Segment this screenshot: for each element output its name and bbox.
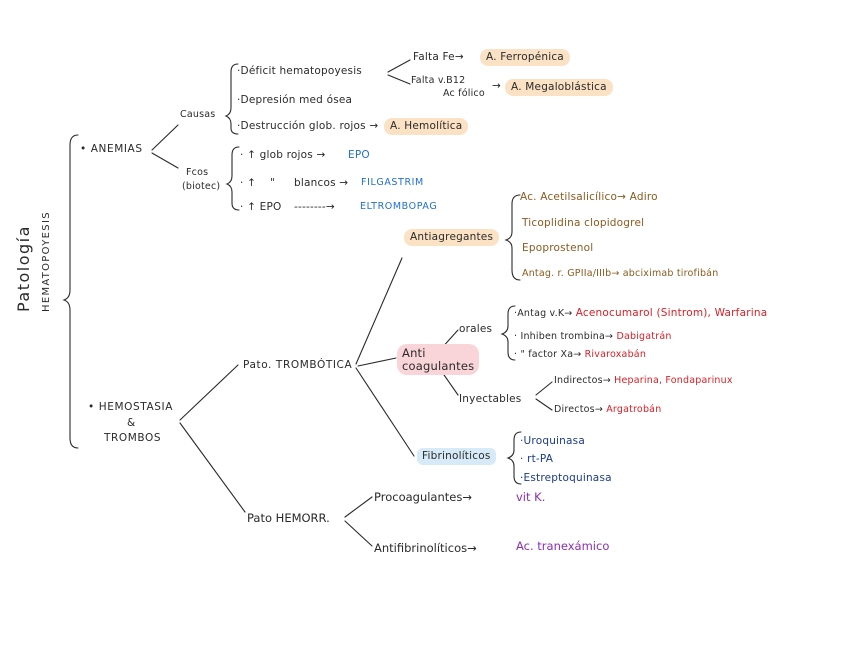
arrow-icon: →	[617, 191, 627, 203]
arrow-icon: →	[594, 404, 603, 415]
fcos-label: Fcos	[186, 167, 209, 178]
anticoag-to-inyectables-line	[441, 371, 459, 396]
destruccion-glob-rojos: ·Destrucción glob. rojos →	[237, 120, 379, 132]
blancos-row-b: "	[270, 177, 276, 189]
arrow-icon: →	[467, 541, 477, 555]
antiagregante-item-1: Ac. Acetilsalicílico→ Adiro	[520, 191, 658, 203]
anemias-to-causas-line	[151, 124, 179, 151]
pato-hemorragica: Pato HEMORR.	[247, 511, 330, 525]
fibrinoliticos-label: Fibrinolíticos	[417, 448, 496, 465]
hemorragica-to-procoag-line	[344, 496, 373, 518]
arrow-icon: →	[339, 177, 349, 189]
hemorragica-to-antifib-line	[344, 520, 373, 547]
antiagregantes-label: Antiagregantes	[404, 229, 500, 246]
filgastrim-drug: FILGASTRIM	[361, 177, 424, 188]
causas-brace	[224, 63, 239, 135]
antifibrinoliticos-label: Antifibrinolíticos→	[374, 541, 477, 555]
arrow-icon: →	[325, 201, 335, 213]
tranexamico-drug: Ac. tranexámico	[516, 539, 610, 553]
oral-item-3: · " factor Xa→ Rivaroxabán	[514, 349, 647, 360]
arrow-icon: →	[602, 375, 611, 386]
hemostasia-to-trombotica-line	[179, 364, 239, 421]
antiagregante-item-3: Epoprostenol	[522, 242, 594, 254]
oral-item-2: · Inhiben trombina→ Dabigatrán	[514, 331, 672, 342]
orales-brace	[500, 305, 516, 361]
hemostasia-ampersand: &	[127, 417, 136, 429]
epo-drug: EPO	[348, 149, 370, 161]
causas-label: Causas	[180, 109, 216, 120]
falta-b12: Falta v.B12	[411, 75, 466, 86]
arrow-icon: →	[316, 149, 326, 161]
antiagregantes-brace	[504, 194, 521, 281]
arrow-icon: →	[492, 80, 501, 92]
inyectable-item-2: Directos→ Argatrobán	[554, 404, 662, 415]
biotec-label: (biotec)	[182, 181, 221, 192]
inyectables-to-indirectos-line	[535, 381, 553, 396]
hemostasia-label: • HEMOSTASIA	[88, 401, 173, 413]
inyectables-label: Inyectables	[459, 393, 522, 405]
fcos-brace	[225, 146, 240, 211]
vit-k-drug: vit K.	[516, 490, 546, 504]
arrow-icon: →	[573, 349, 582, 360]
anemias-to-fcos-line	[151, 152, 179, 169]
inyectable-item-1: Indirectos→ Heparina, Fondaparinux	[554, 375, 733, 386]
deficit-hematopoyesis: ·Déficit hematopoyesis	[237, 65, 362, 77]
arrow-icon: →	[462, 490, 472, 504]
trombos-label: TROMBOS	[104, 432, 162, 444]
orales-label: orales	[459, 323, 493, 335]
depresion-med-osea: ·Depresión med ósea	[237, 94, 353, 106]
fibrinoliticos-brace	[506, 431, 522, 485]
blancos-row-c: blancos →	[294, 177, 349, 189]
procoagulantes-label: Procoagulantes→	[374, 490, 472, 504]
main-brace	[62, 134, 79, 449]
fibrinolitico-item-3: ·Estreptoquinasa	[520, 472, 612, 484]
arrow-icon: →	[564, 308, 573, 319]
arrow-icon: →	[369, 120, 379, 132]
ferropenica-label: A. Ferropénica	[480, 49, 570, 66]
pato-trombotica: Pato. TROMBÓTICA	[243, 359, 353, 371]
page-title: Patología	[14, 225, 33, 312]
ac-folico: Ac fólico	[443, 88, 485, 99]
inyectables-to-directos-line	[535, 398, 553, 411]
trombotica-to-antiagregantes-line	[355, 257, 403, 365]
page-subtitle: HEMATOPOYESIS	[41, 211, 52, 312]
fibrinolitico-item-1: ·Uroquinasa	[520, 435, 585, 447]
glob-rojos: · ↑ glob rojos →	[240, 149, 326, 161]
antiagregante-item-4: Antag. r. GPIIa/IIIb→ abciximab tirofibá…	[522, 268, 719, 279]
epo-dashes: --------→	[294, 201, 335, 213]
arrow-icon: →	[611, 268, 620, 279]
oral-item-1: ·Antag v.K→ Acenocumarol (Sintrom), Warf…	[514, 307, 768, 319]
anemias-label: • ANEMIAS	[80, 143, 143, 155]
fibrinolitico-item-2: · rt-PA	[520, 453, 554, 465]
anticoagulantes-label: Anti coagulantes	[397, 344, 480, 376]
hemolitica-label: A. Hemolítica	[384, 118, 469, 135]
hemostasia-to-hemorragica-line	[179, 422, 246, 513]
trombotica-to-fibrinoliticos-line	[355, 367, 415, 457]
blancos-row-a: · ↑	[240, 177, 257, 189]
eltrombopag-drug: ELTROMBOPAG	[360, 201, 438, 212]
arrow-icon: →	[454, 51, 464, 63]
megaloblastica-label: A. Megaloblástica	[505, 79, 613, 96]
falta-fe: Falta Fe→	[413, 51, 464, 63]
deficit-to-fe-line	[387, 59, 411, 73]
antiagregante-item-2: Ticoplidina clopidogrel	[522, 217, 645, 229]
arrow-icon: →	[605, 331, 614, 342]
trombotica-to-anticoagulantes-line	[357, 357, 397, 367]
b12-arrow: →	[492, 81, 501, 92]
epo-up: · ↑ EPO	[240, 201, 282, 213]
deficit-to-b12-line	[387, 74, 411, 85]
